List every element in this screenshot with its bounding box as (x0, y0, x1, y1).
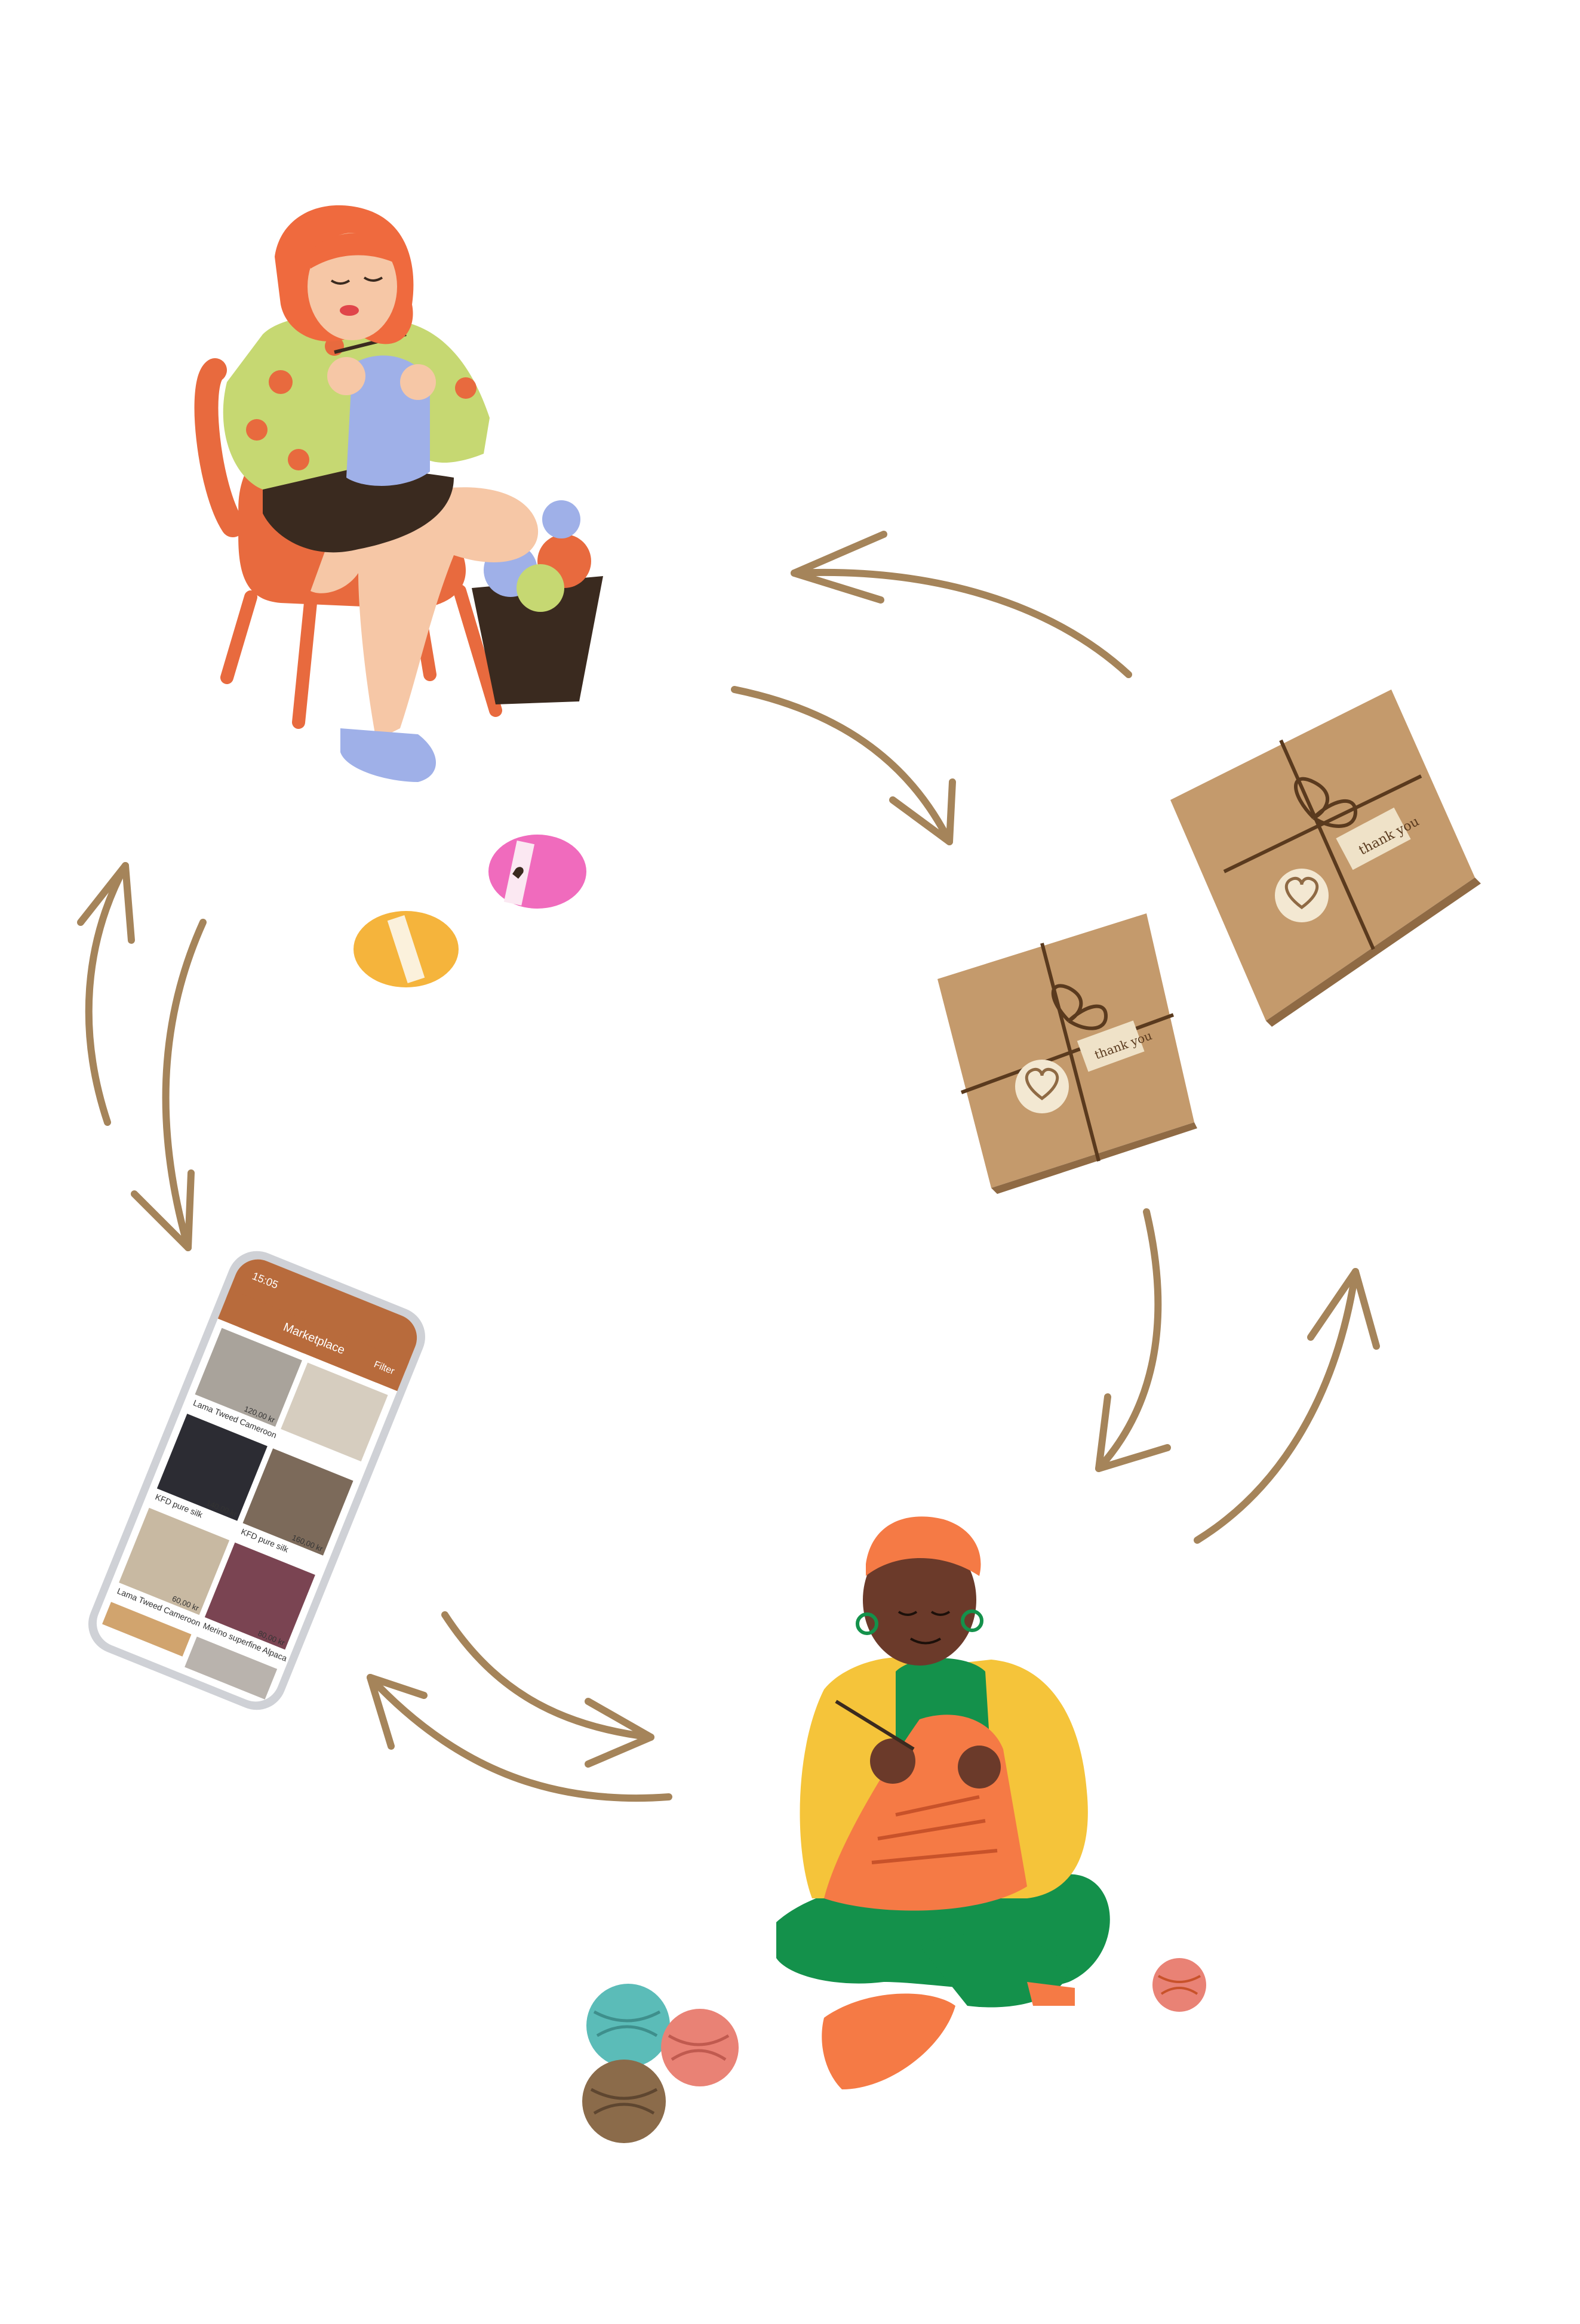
arrow-icon (791, 531, 1132, 678)
yarn-ball-icon (586, 1984, 670, 2067)
gift-box-icon: thank you (1170, 689, 1481, 1027)
arrow-icon (367, 1674, 672, 1802)
arrow-icon (131, 919, 207, 1251)
yarn-ball-icon (1152, 1958, 1206, 2012)
smartphone-icon: 15:05 Marketplace Filter Lama Tweed Came… (88, 1251, 426, 1710)
yarn-ball-icon (582, 2060, 666, 2143)
knitter-sitting-illustration (776, 1516, 1110, 2089)
list-item (281, 1362, 388, 1462)
yarn-ball-icon (353, 911, 459, 987)
arrow-icon (1095, 1208, 1171, 1472)
arrow-icon (731, 686, 956, 845)
knitter-in-chair-illustration (194, 205, 603, 782)
cycle-arrows (77, 531, 1380, 1802)
gift-box-icon: thank you (937, 913, 1197, 1194)
arrow-icon (77, 862, 135, 1126)
yarn-ball-icon (661, 2009, 739, 2086)
yarn-ball-icon (488, 835, 586, 909)
arrow-icon (1194, 1268, 1380, 1544)
heart-icon (1025, 1067, 1059, 1101)
heart-icon (1284, 876, 1319, 910)
arrow-icon (441, 1611, 654, 1768)
